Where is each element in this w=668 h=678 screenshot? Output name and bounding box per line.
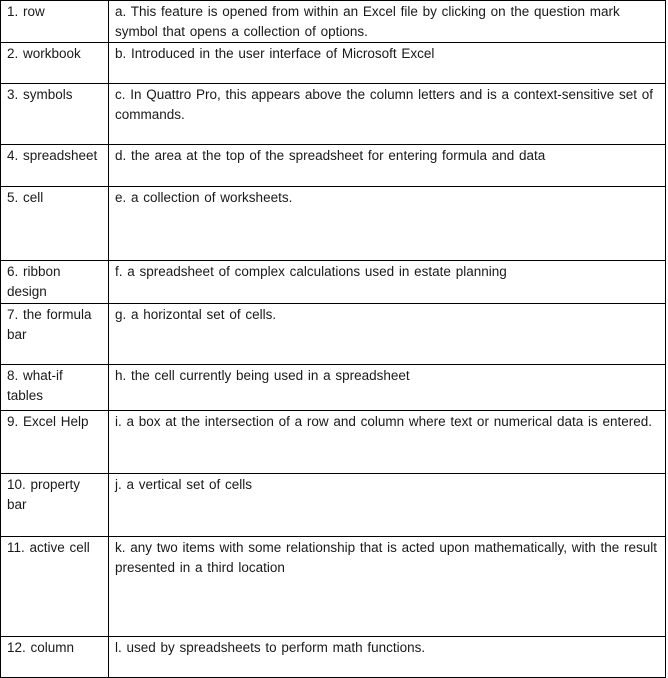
definition-cell: d. the area at the top of the spreadshee… (108, 144, 666, 187)
definition-cell: c. In Quattro Pro, this appears above th… (108, 83, 666, 145)
table-row: 10. property bar j. a vertical set of ce… (0, 473, 666, 537)
definition-cell: k. any two items with some relationship … (108, 536, 666, 637)
table-row: 1. row a. This feature is opened from wi… (0, 0, 666, 43)
definition-cell: e. a collection of worksheets. (108, 186, 666, 261)
definition-cell: a. This feature is opened from within an… (108, 0, 666, 43)
term-cell: 6. ribbon design (0, 260, 109, 304)
term-cell: 10. property bar (0, 473, 109, 537)
term-cell: 9. Excel Help (0, 410, 109, 474)
term-cell: 2. workbook (0, 42, 109, 84)
table-row: 8. what-if tables h. the cell currently … (0, 364, 666, 411)
definition-cell: b. Introduced in the user interface of M… (108, 42, 666, 84)
table-row: 12. column l. used by spreadsheets to pe… (0, 636, 666, 678)
table-row: 11. active cell k. any two items with so… (0, 536, 666, 637)
table-row: 6. ribbon design f. a spreadsheet of com… (0, 260, 666, 304)
definition-cell: f. a spreadsheet of complex calculations… (108, 260, 666, 304)
term-cell: 7. the formula bar (0, 303, 109, 365)
table-row: 5. cell e. a collection of worksheets. (0, 186, 666, 261)
term-cell: 12. column (0, 636, 109, 678)
term-cell: 8. what-if tables (0, 364, 109, 411)
term-cell: 4. spreadsheet (0, 144, 109, 187)
definition-cell: j. a vertical set of cells (108, 473, 666, 537)
table-row: 4. spreadsheet d. the area at the top of… (0, 144, 666, 187)
term-cell: 11. active cell (0, 536, 109, 637)
term-cell: 3. symbols (0, 83, 109, 145)
definition-cell: i. a box at the intersection of a row an… (108, 410, 666, 474)
definition-cell: g. a horizontal set of cells. (108, 303, 666, 365)
term-cell: 5. cell (0, 186, 109, 261)
definition-cell: l. used by spreadsheets to perform math … (108, 636, 666, 678)
table-row: 9. Excel Help i. a box at the intersecti… (0, 410, 666, 474)
term-cell: 1. row (0, 0, 109, 43)
table-row: 2. workbook b. Introduced in the user in… (0, 42, 666, 84)
definition-cell: h. the cell currently being used in a sp… (108, 364, 666, 411)
table-row: 7. the formula bar g. a horizontal set o… (0, 303, 666, 365)
table-row: 3. symbols c. In Quattro Pro, this appea… (0, 83, 666, 145)
